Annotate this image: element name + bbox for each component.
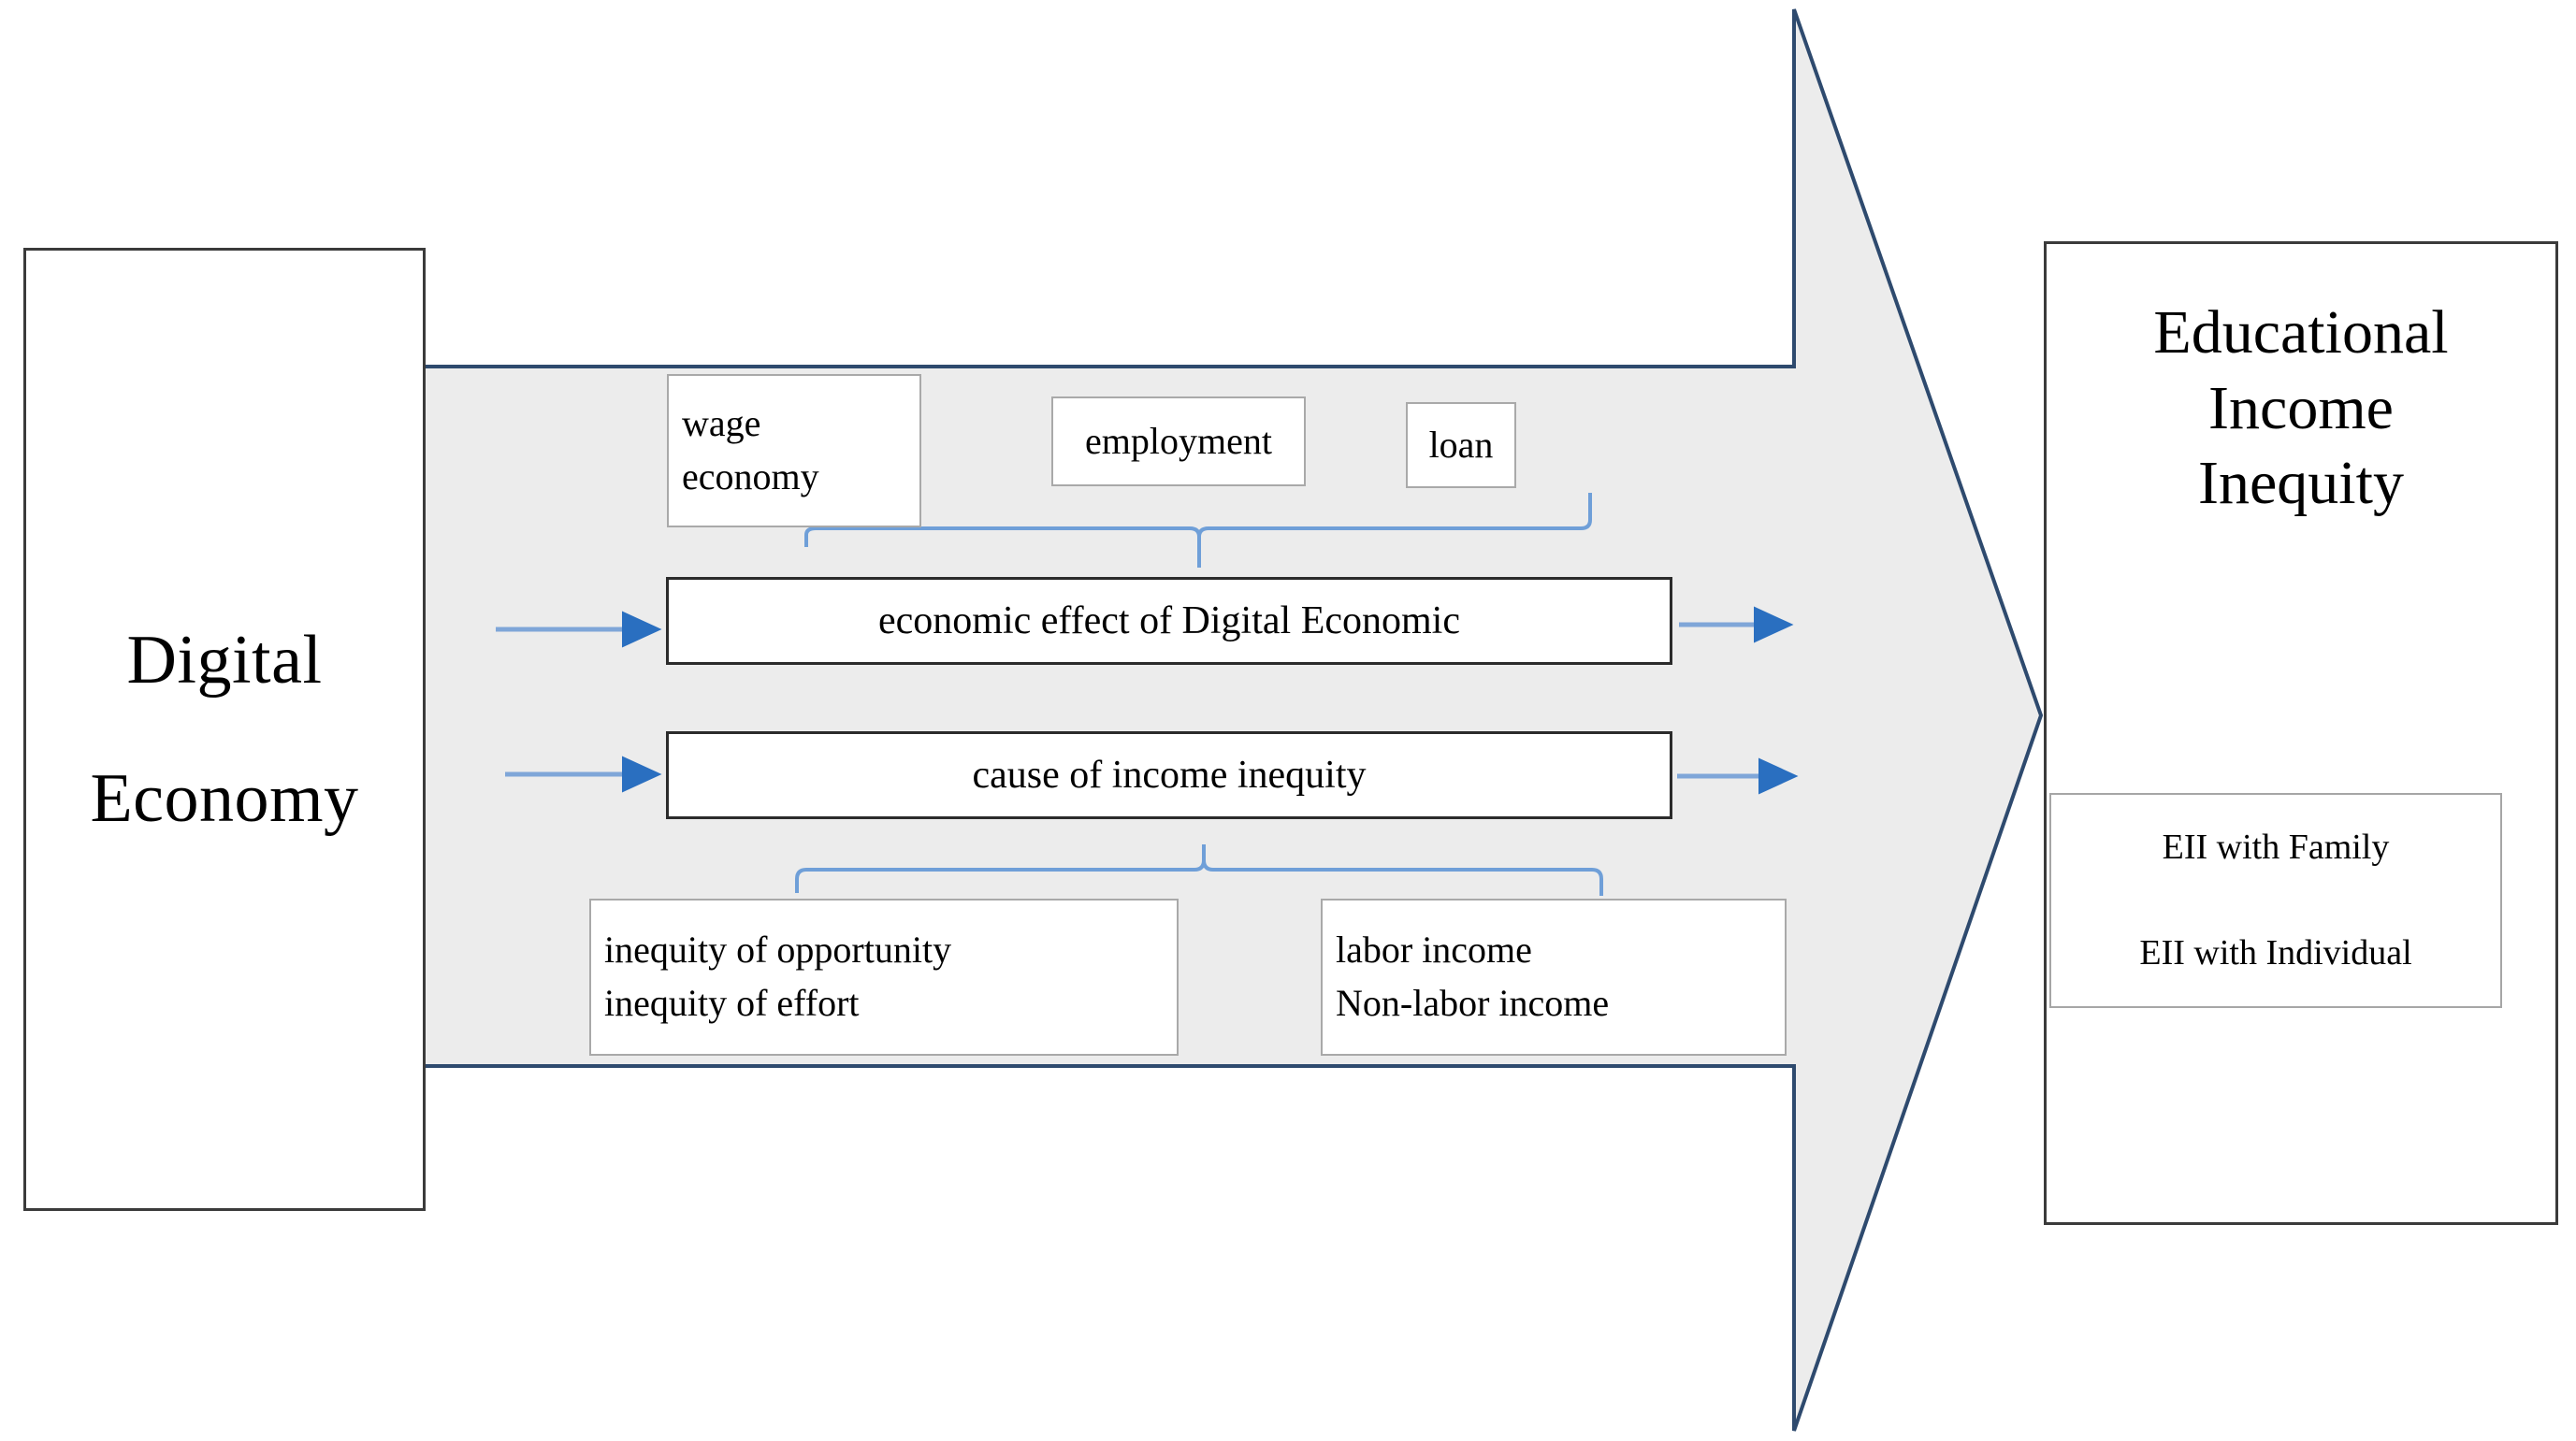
loan-label: loan bbox=[1428, 423, 1494, 466]
eii-title-line-2: Income bbox=[2208, 373, 2394, 442]
factor-box-loan[interactable]: loan bbox=[1406, 402, 1516, 488]
step-box-cause-of-income-inequity[interactable]: cause of income inequity bbox=[666, 731, 1672, 819]
step-box-economic-effect[interactable]: economic effect of Digital Economic bbox=[666, 577, 1672, 665]
digital-economy-box[interactable]: Digital Economy bbox=[23, 248, 426, 1211]
factor-box-employment[interactable]: employment bbox=[1051, 396, 1306, 486]
wage-economy-line-2: economy bbox=[682, 455, 819, 497]
factor-box-inequity-group[interactable]: inequity of opportunity inequity of effo… bbox=[589, 899, 1179, 1056]
labor-income-label: labor income bbox=[1336, 929, 1532, 972]
digital-economy-line-1: Digital bbox=[126, 621, 323, 699]
eii-title-line-3: Inequity bbox=[2198, 449, 2404, 518]
cause-income-inequity-label: cause of income inequity bbox=[972, 754, 1367, 797]
eii-subitems-box[interactable]: EII with Family EII with Individual bbox=[2049, 793, 2502, 1008]
educational-income-inequity-box[interactable]: Educational Income Inequity EII with Fam… bbox=[2044, 241, 2558, 1225]
factor-box-income-group[interactable]: labor income Non-labor income bbox=[1321, 899, 1787, 1056]
inequity-of-opportunity-label: inequity of opportunity bbox=[604, 929, 952, 972]
eii-with-family-label: EII with Family bbox=[2162, 827, 2390, 867]
block-arrow-polygon bbox=[422, 8, 2044, 1432]
wage-economy-line-1: wage bbox=[682, 402, 761, 445]
economic-effect-label: economic effect of Digital Economic bbox=[878, 599, 1460, 642]
eii-with-individual-label: EII with Individual bbox=[2139, 932, 2412, 973]
non-labor-income-label: Non-labor income bbox=[1336, 982, 1610, 1024]
eii-title: Educational Income Inequity bbox=[2047, 295, 2555, 522]
eii-title-line-1: Educational bbox=[2153, 298, 2449, 367]
factor-box-wage-economy[interactable]: wage economy bbox=[667, 374, 921, 527]
digital-economy-line-2: Economy bbox=[90, 760, 359, 837]
inequity-of-effort-label: inequity of effort bbox=[604, 982, 860, 1024]
employment-label: employment bbox=[1085, 419, 1272, 462]
